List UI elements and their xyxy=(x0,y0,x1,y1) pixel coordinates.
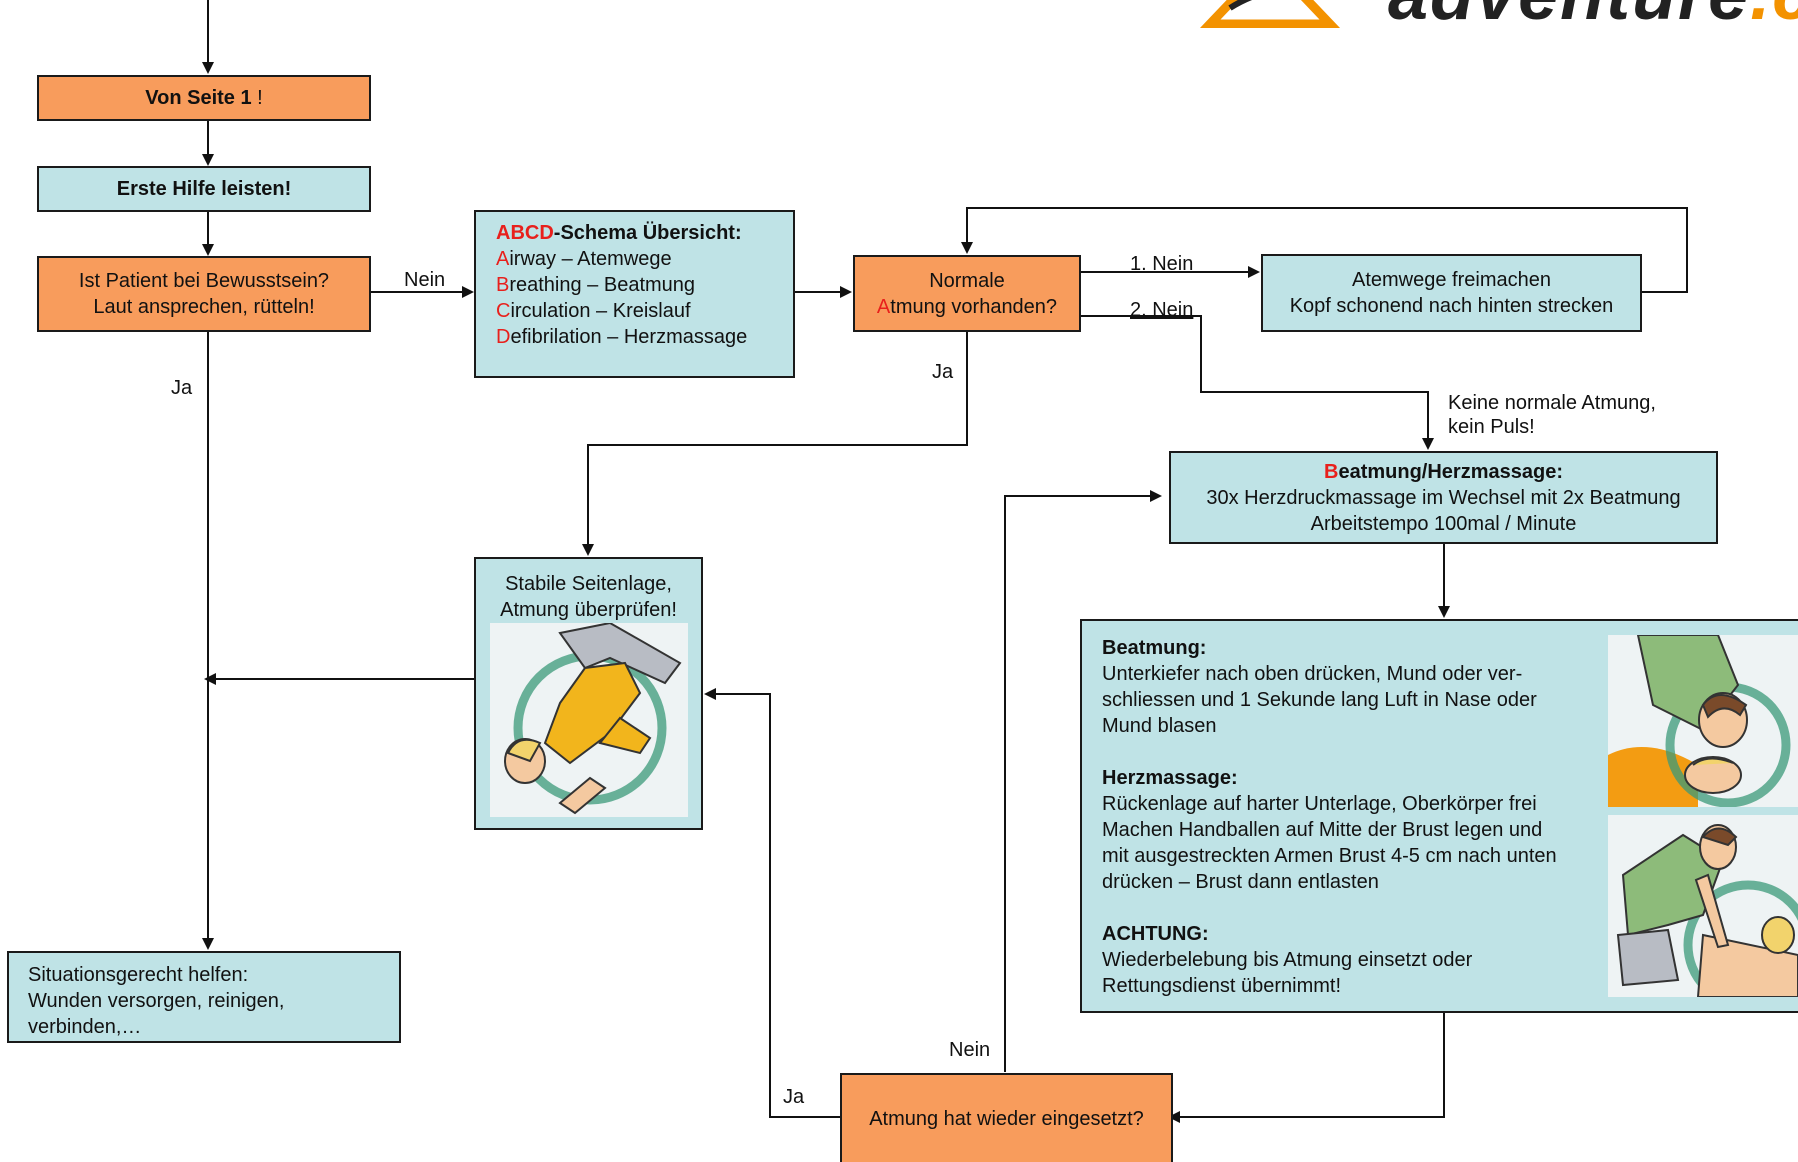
node-beatmung-title: Beatmung/Herzmassage: xyxy=(1324,459,1563,485)
node-von-seite-bold: Von Seite 1 xyxy=(145,87,252,109)
label-1-nein: 1. Nein xyxy=(1130,253,1194,275)
node-stabile-seitenlage: Stabile Seitenlage, Atmung überprüfen! xyxy=(474,557,703,830)
node-beatmung-title-rest: eatmung/Herzmassage: xyxy=(1338,460,1563,483)
details-achtung-title: ACHTUNG: xyxy=(1102,923,1209,945)
node-bewusstsein-line1: Ist Patient bei Bewusstsein? xyxy=(78,270,330,292)
abcd-title-rest: -Schema Übersicht: xyxy=(553,222,742,244)
node-atemwege-freimachen: Atemwege freimachen Kopf schonend nach h… xyxy=(1261,254,1642,332)
node-von-seite-text: Von Seite 1 ! xyxy=(145,85,262,111)
node-situation-line1: Situationsgerecht helfen: xyxy=(28,964,249,986)
arrow-atemwege-loop xyxy=(961,207,1688,293)
label-ja-normale: Ja xyxy=(932,361,954,383)
chest-compression-illustration xyxy=(1608,815,1798,997)
label-nein-bewusst: Nein xyxy=(404,269,446,291)
details-herz-title: Herzmassage: xyxy=(1102,767,1238,789)
details-beatmung-title: Beatmung: xyxy=(1102,637,1207,659)
abcd-text: irculation – Kreislauf xyxy=(510,300,691,322)
details-beatmung-line1: Unterkiefer nach oben drücken, Mund oder… xyxy=(1102,663,1523,685)
node-atemwege-line2: Kopf schonend nach hinten strecken xyxy=(1289,295,1614,317)
node-von-seite: Von Seite 1 ! xyxy=(37,75,371,121)
abcd-text: reathing – Beatmung xyxy=(509,274,696,296)
label-ja-wieder: Ja xyxy=(783,1086,805,1108)
node-stabile-line2: Atmung überprüfen! xyxy=(500,599,677,621)
node-beatmung-line1: 30x Herzdruckmassage im Wechsel mit 2x B… xyxy=(1206,486,1681,509)
abcd-letter: B xyxy=(496,274,510,296)
arrow-2nein xyxy=(1080,315,1434,450)
node-atmung-wieder: Atmung hat wieder eingesetzt? xyxy=(840,1073,1173,1162)
node-atmung-wieder-text: Atmung hat wieder eingesetzt? xyxy=(869,1107,1144,1130)
logo-mark xyxy=(1200,0,1341,28)
details-herz-line4: drücken – Brust dann entlasten xyxy=(1102,871,1379,893)
details-beatmung-line2: schliessen und 1 Sekunde lang Luft in Na… xyxy=(1102,689,1537,711)
node-normale-rest: tmung vorhanden? xyxy=(890,295,1058,318)
arrow-details-wieder xyxy=(1168,1012,1445,1123)
node-situation-line3: verbinden,… xyxy=(28,1016,142,1038)
arrow-wieder-nein xyxy=(1004,490,1162,1072)
node-erste-hilfe-text: Erste Hilfe leisten! xyxy=(116,178,292,200)
abcd-item-breathing: Breathing – Beatmung xyxy=(496,272,793,298)
logo: adventure.c xyxy=(1200,0,1798,28)
node-abcd-schema: ABCD-Schema Übersicht: Airway – Atemwege… xyxy=(474,210,795,378)
node-beatmung-title-letter: B xyxy=(1324,460,1339,483)
node-normale-letter: A xyxy=(876,295,891,318)
node-cpr-details: Beatmung: Unterkiefer nach oben drücken,… xyxy=(1080,619,1798,1013)
node-bewusstsein-line2: Laut ansprechen, rütteln! xyxy=(93,296,315,318)
label-2-nein: 2. Nein xyxy=(1130,299,1194,321)
details-herz-line3: mit ausgestreckten Armen Brust 4-5 cm na… xyxy=(1102,845,1557,867)
node-situation-line2: Wunden versorgen, reinigen, xyxy=(28,990,285,1012)
abcd-title-red: ABCD xyxy=(496,222,554,244)
label-nein-wieder: Nein xyxy=(949,1039,991,1061)
details-beatmung-line3: Mund blasen xyxy=(1102,715,1217,737)
label-keine-atmung-2: kein Puls! xyxy=(1448,416,1535,438)
abcd-item-defibrilation: Defibrilation – Herzmassage xyxy=(496,324,793,350)
details-herz-line2: Machen Handballen auf Mitte der Brust le… xyxy=(1102,819,1543,841)
abcd-text: efibrilation – Herzmassage xyxy=(510,326,748,348)
node-normale-atmung: Normale Atmung vorhanden? xyxy=(853,255,1081,332)
node-normale-line1: Normale xyxy=(929,269,1005,292)
logo-suffix: .c xyxy=(1750,0,1798,28)
details-herz-line1: Rückenlage auf harter Unterlage, Oberkör… xyxy=(1102,793,1537,815)
details-achtung-line1: Wiederbelebung bis Atmung einsetzt oder xyxy=(1102,949,1473,971)
details-achtung-line2: Rettungsdienst übernimmt! xyxy=(1102,975,1342,997)
node-stabile-text: Stabile Seitenlage, Atmung überprüfen! xyxy=(476,559,701,623)
recovery-position-illustration xyxy=(490,623,688,817)
node-beatmung-line2: Arbeitstempo 100mal / Minute xyxy=(1310,512,1577,535)
node-stabile-line1: Stabile Seitenlage, xyxy=(505,573,672,595)
abcd-letter: C xyxy=(496,300,511,322)
node-bewusstsein: Ist Patient bei Bewusstsein? Laut anspre… xyxy=(37,256,371,332)
abcd-item-circulation: Circulation – Kreislauf xyxy=(496,298,793,324)
abcd-title: ABCD-Schema Übersicht: xyxy=(496,220,793,246)
node-beatmung-herzmassage: Beatmung/Herzmassage: 30x Herzdruckmassa… xyxy=(1169,451,1718,544)
arrow-wieder-ja xyxy=(704,688,840,1118)
rescue-breathing-illustration xyxy=(1608,635,1798,807)
node-normale-line2: Atmung vorhanden? xyxy=(877,294,1057,320)
arrow-ja-stabile xyxy=(582,330,968,556)
node-atemwege-line1: Atemwege freimachen xyxy=(1352,269,1551,291)
label-ja-bewusst: Ja xyxy=(171,377,193,399)
node-erste-hilfe: Erste Hilfe leisten! xyxy=(37,166,371,212)
label-keine-atmung-1: Keine normale Atmung, xyxy=(1448,392,1656,414)
node-situationsgerecht: Situationsgerecht helfen: Wunden versorg… xyxy=(7,951,401,1043)
abcd-letter: A xyxy=(496,248,510,270)
abcd-item-airway: Airway – Atemwege xyxy=(496,246,793,272)
abcd-text: irway – Atemwege xyxy=(509,248,672,270)
logo-text: adventure xyxy=(1388,0,1750,28)
node-von-seite-rest: ! xyxy=(251,87,263,109)
abcd-letter: D xyxy=(496,326,511,348)
